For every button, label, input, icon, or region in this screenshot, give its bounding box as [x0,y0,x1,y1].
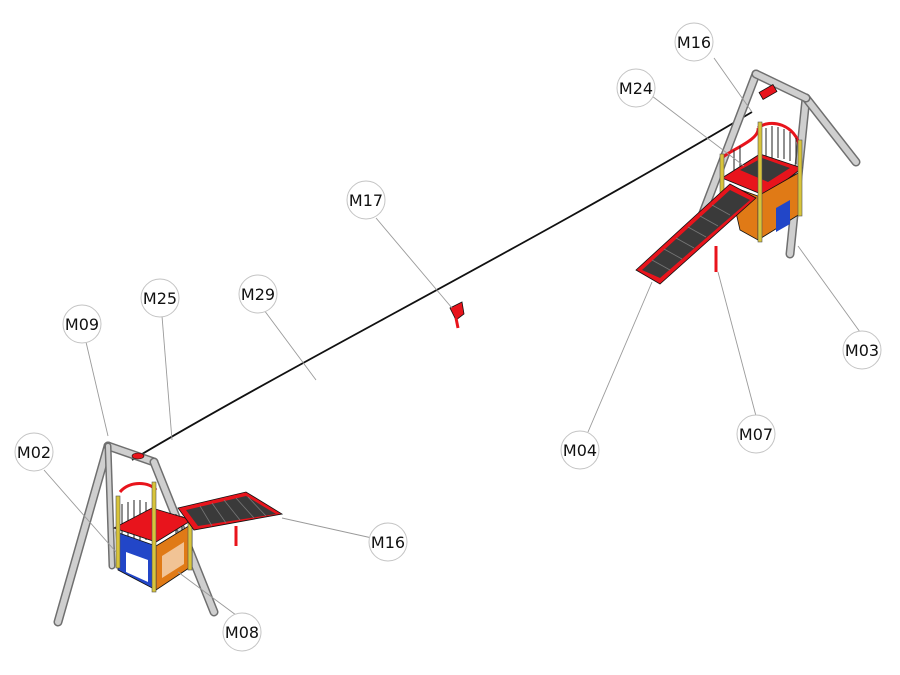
svg-text:M16: M16 [677,33,711,52]
svg-text:M03: M03 [845,341,879,360]
svg-text:M24: M24 [619,79,653,98]
tower-right [635,69,861,285]
zip-cable [131,111,753,461]
svg-text:M04: M04 [563,441,597,460]
svg-text:M02: M02 [17,443,51,462]
svg-text:M09: M09 [65,315,99,334]
callout-m29: M29 [238,274,278,314]
callout-m25: M25 [140,278,180,318]
trolley [449,301,465,329]
callout-m02: M02 [14,432,54,472]
callout-m09: M09 [62,304,102,344]
svg-text:M17: M17 [349,191,383,210]
callout-m04: M04 [560,430,600,470]
callout-m17: M17 [346,180,386,220]
svg-text:M25: M25 [143,289,177,308]
callout-m16-top: M16 [674,22,714,62]
svg-text:M07: M07 [739,425,773,444]
callout-m16-bottom: M16 [368,522,408,562]
callout-m03: M03 [842,330,882,370]
callout-m24: M24 [616,68,656,108]
callout-m07: M07 [736,414,776,454]
svg-text:M29: M29 [241,285,275,304]
callout-m08: M08 [222,612,262,652]
svg-text:M08: M08 [225,623,259,642]
svg-text:M16: M16 [371,533,405,552]
leader-lines [43,57,861,619]
tower-left [53,441,284,627]
